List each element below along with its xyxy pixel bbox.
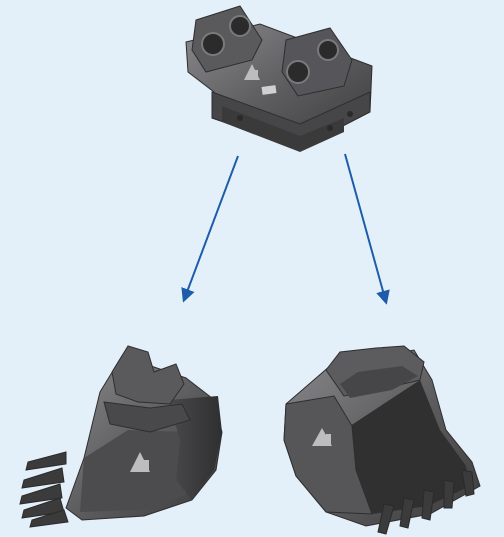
connection-arrows [184, 154, 386, 302]
quick-coupler [186, 6, 372, 152]
toothed-digging-bucket [20, 346, 222, 527]
arrow-to-left-bucket [184, 156, 238, 300]
trenching-bucket [284, 346, 480, 534]
arrow-to-right-bucket [345, 154, 386, 302]
bucket-teeth [20, 452, 68, 527]
